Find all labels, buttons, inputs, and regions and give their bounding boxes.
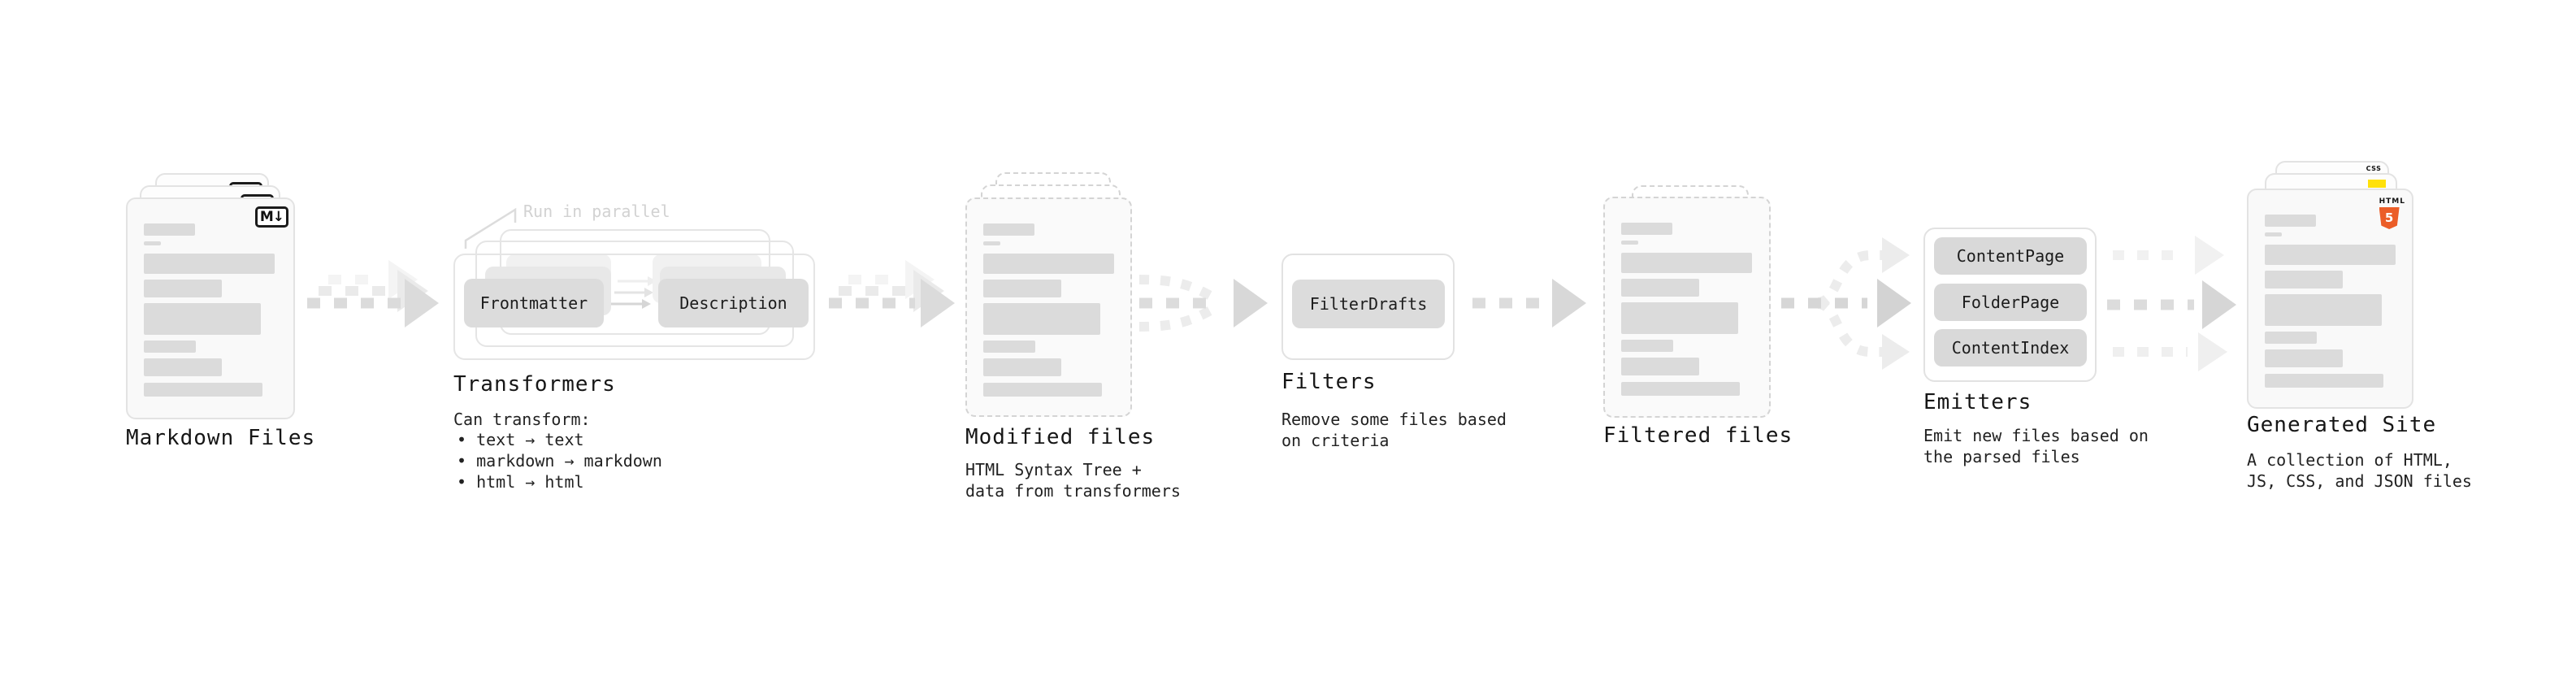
run-in-parallel-callout-line	[464, 207, 517, 249]
arrow-filters-to-filtered	[1472, 279, 1586, 327]
arrow-modified-to-filters-merge	[1138, 275, 1268, 332]
arrow-transformers-to-modified	[829, 260, 955, 327]
arrow-filtered-to-emitters-diverge	[1781, 237, 1911, 370]
arrow-emitters-to-generated	[2107, 236, 2236, 371]
arrow-markdown-to-transformers	[307, 260, 439, 327]
arrow-frontmatter-to-description	[611, 276, 657, 309]
